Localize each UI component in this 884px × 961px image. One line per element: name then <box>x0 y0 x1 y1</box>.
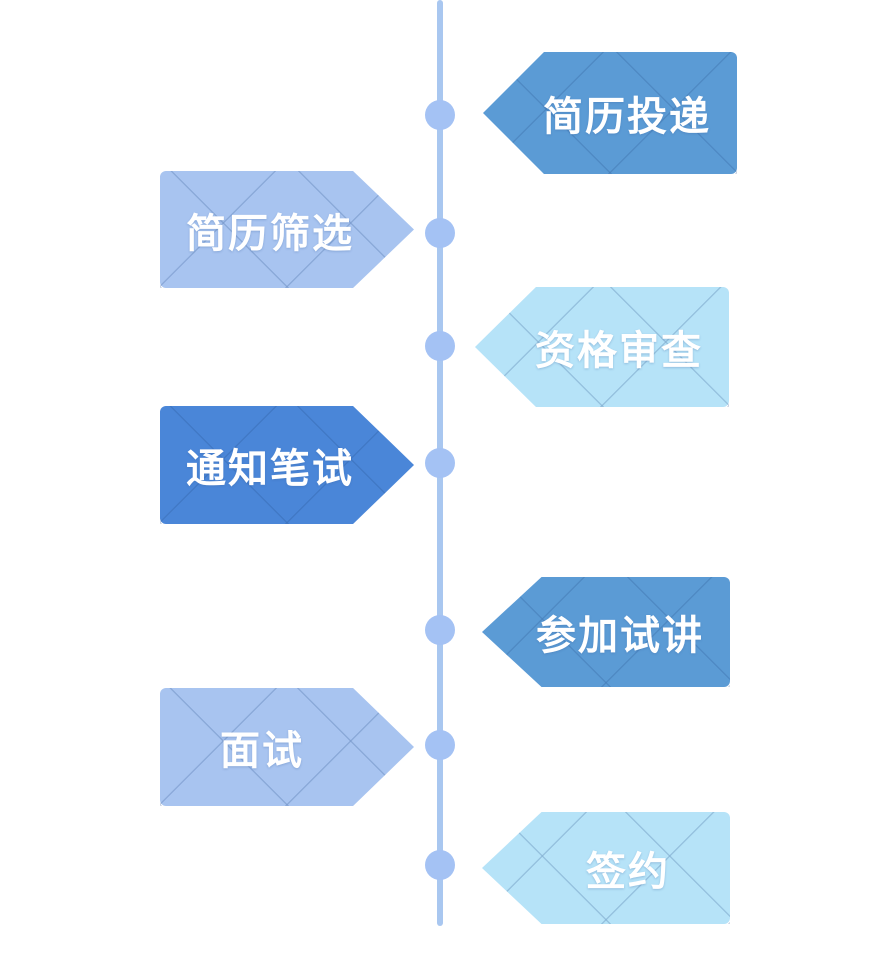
step-1-resume-submit[interactable]: 简历投递 <box>483 52 737 174</box>
timeline-dot-2 <box>425 218 455 248</box>
timeline-dot-3 <box>425 331 455 361</box>
step-7-arrow-shape <box>482 812 730 924</box>
timeline-dot-4 <box>425 448 455 478</box>
step-4-written-exam-notice[interactable]: 通知笔试 <box>160 406 414 524</box>
step-6-arrow-shape <box>160 688 414 806</box>
step-3-label: 资格审查 <box>535 329 703 373</box>
step-2-label: 简历筛选 <box>186 211 354 256</box>
step-6-interview[interactable]: 面试 <box>160 688 414 806</box>
step-5-demo-lesson[interactable]: 参加试讲 <box>482 577 730 687</box>
step-4-label: 通知笔试 <box>186 447 354 491</box>
step-2-resume-screening[interactable]: 简历筛选 <box>160 171 414 288</box>
step-1-arrow-shape <box>483 52 737 174</box>
step-4-arrow-shape <box>160 406 414 524</box>
step-6-label: 面试 <box>220 729 304 773</box>
step-2-arrow-shape <box>160 171 414 288</box>
step-3-arrow-shape <box>475 287 729 407</box>
step-7-label: 签约 <box>586 850 670 894</box>
step-3-qualification-review[interactable]: 资格审查 <box>475 287 729 407</box>
timeline-dot-6 <box>425 730 455 760</box>
timeline-dot-5 <box>425 615 455 645</box>
step-7-sign-contract[interactable]: 签约 <box>482 812 730 924</box>
step-5-arrow-shape <box>482 577 730 687</box>
timeline-dot-7 <box>425 850 455 880</box>
step-5-label: 参加试讲 <box>536 614 704 658</box>
step-1-label: 简历投递 <box>543 95 711 139</box>
timeline-dot-1 <box>425 100 455 130</box>
